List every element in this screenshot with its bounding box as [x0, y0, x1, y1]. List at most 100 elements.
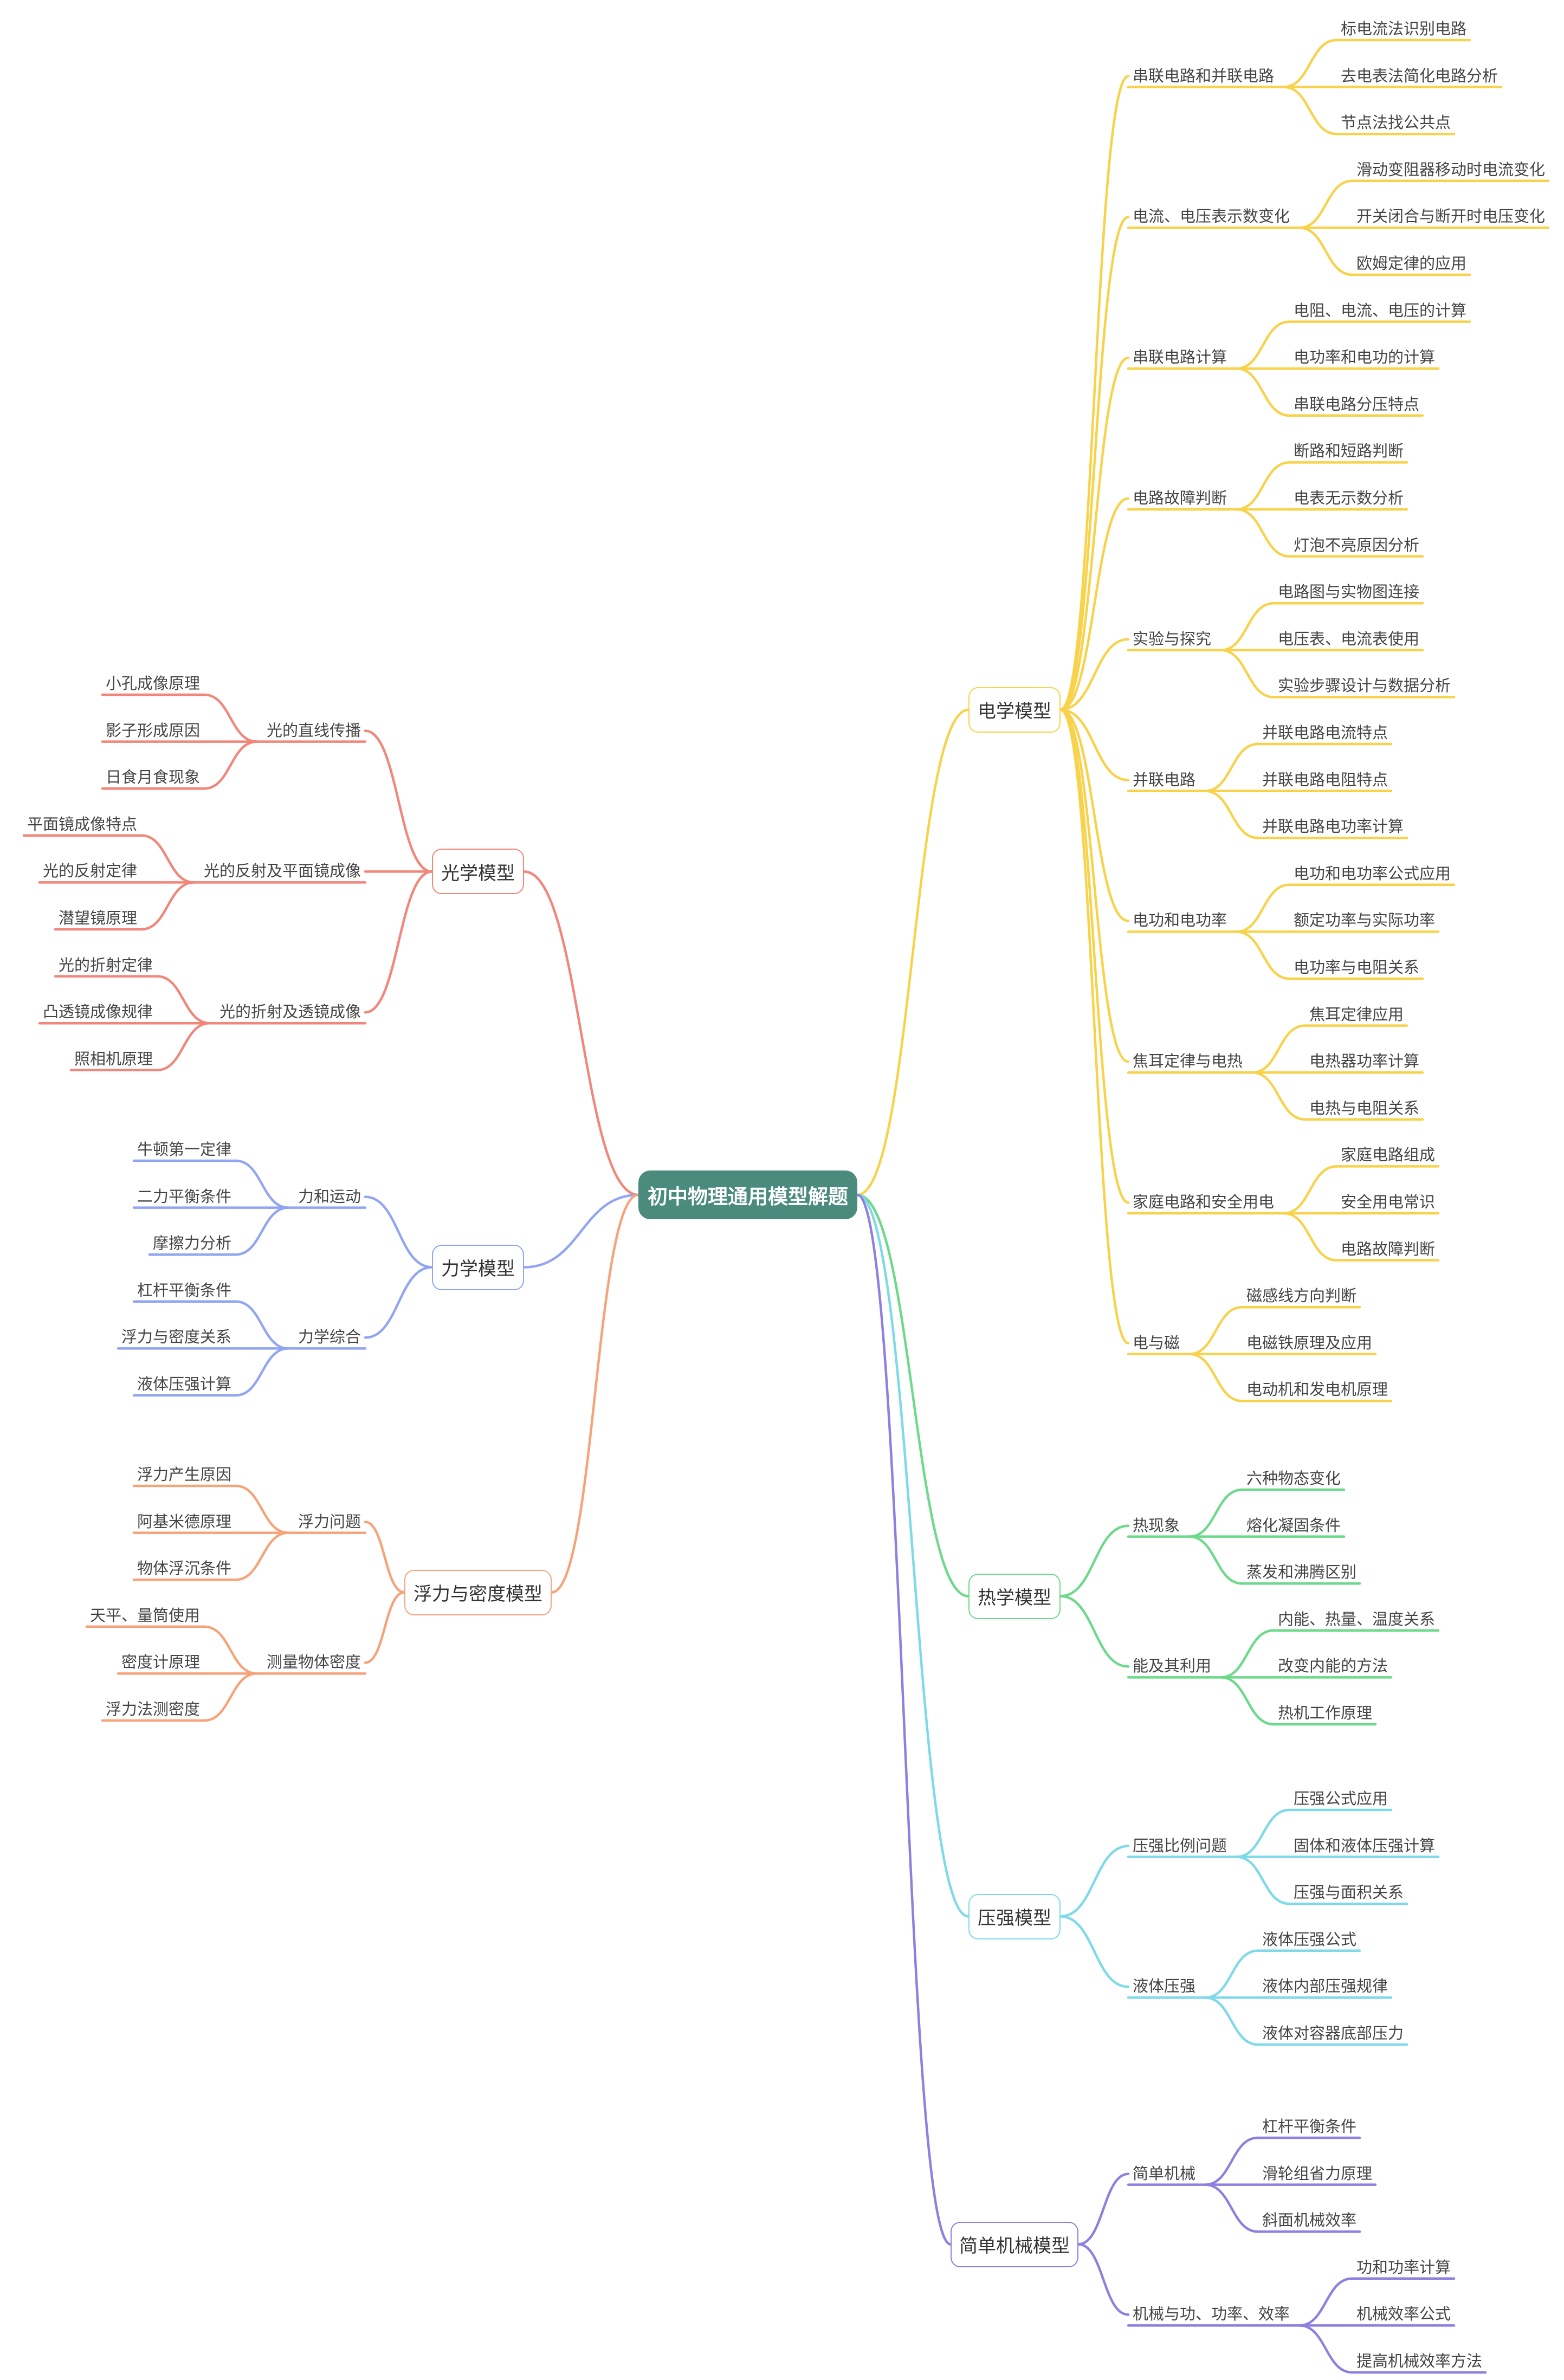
topic-leaf[interactable]: 六种物态变化 — [1246, 1469, 1341, 1488]
sub-topic[interactable]: 机械与功、功率、效率 — [1133, 2305, 1290, 2324]
topic-leaf[interactable]: 牛顿第一定律 — [137, 1140, 231, 1159]
topic-leaf[interactable]: 家庭电路组成 — [1341, 1146, 1436, 1165]
sub-topic[interactable]: 测量物体密度 — [266, 1653, 361, 1672]
topic-leaf[interactable]: 滑动变阻器移动时电流变化 — [1356, 160, 1546, 179]
topic-leaf[interactable]: 液体压强计算 — [137, 1375, 231, 1393]
sub-topic[interactable]: 光的直线传播 — [266, 721, 361, 740]
topic-leaf[interactable]: 液体内部压强规律 — [1262, 1977, 1388, 1996]
topic-leaf[interactable]: 光的反射定律 — [42, 862, 137, 881]
topic-leaf[interactable]: 电功率与电阻关系 — [1294, 958, 1420, 976]
sub-topic[interactable]: 热现象 — [1133, 1516, 1180, 1535]
topic-leaf[interactable]: 浮力与密度关系 — [121, 1328, 231, 1347]
topic-leaf[interactable]: 改变内能的方法 — [1278, 1657, 1388, 1676]
branch-node-machine[interactable]: 简单机械模型 — [951, 2221, 1078, 2267]
sub-topic[interactable]: 光的反射及平面镜成像 — [203, 862, 361, 881]
topic-leaf[interactable]: 斜面机械效率 — [1262, 2211, 1357, 2230]
topic-leaf[interactable]: 电热与电阻关系 — [1309, 1098, 1420, 1117]
sub-topic[interactable]: 实验与探究 — [1133, 629, 1212, 648]
sub-topic[interactable]: 力和运动 — [298, 1187, 361, 1206]
topic-leaf[interactable]: 串联电路分压特点 — [1294, 394, 1420, 413]
topic-leaf[interactable]: 光的折射定律 — [58, 955, 153, 974]
topic-leaf[interactable]: 密度计原理 — [121, 1653, 200, 1672]
sub-topic[interactable]: 家庭电路和安全用电 — [1133, 1193, 1275, 1211]
topic-leaf[interactable]: 额定功率与实际功率 — [1294, 911, 1436, 930]
topic-leaf[interactable]: 电阻、电流、电压的计算 — [1294, 301, 1467, 320]
root-node[interactable]: 初中物理通用模型解题 — [638, 1170, 857, 1219]
topic-leaf[interactable]: 安全用电常识 — [1341, 1193, 1436, 1211]
topic-leaf[interactable]: 影子形成原因 — [105, 721, 200, 740]
topic-leaf[interactable]: 并联电路电功率计算 — [1262, 817, 1404, 836]
topic-leaf[interactable]: 电路图与实物图连接 — [1278, 583, 1420, 602]
topic-leaf[interactable]: 固体和液体压强计算 — [1294, 1836, 1436, 1855]
topic-leaf[interactable]: 热机工作原理 — [1278, 1704, 1373, 1722]
sub-topic[interactable]: 压强比例问题 — [1133, 1836, 1227, 1855]
topic-leaf[interactable]: 小孔成像原理 — [105, 674, 200, 693]
topic-leaf[interactable]: 电功和电功率公式应用 — [1294, 864, 1451, 883]
topic-leaf[interactable]: 去电表法简化电路分析 — [1341, 66, 1498, 85]
branch-node-pressure[interactable]: 压强模型 — [968, 1893, 1061, 1939]
topic-leaf[interactable]: 内能、热量、温度关系 — [1278, 1609, 1436, 1628]
topic-leaf[interactable]: 电路故障判断 — [1341, 1239, 1436, 1258]
topic-leaf[interactable]: 灯泡不亮原因分析 — [1294, 535, 1420, 554]
sub-topic[interactable]: 电与磁 — [1133, 1333, 1180, 1352]
topic-leaf[interactable]: 摩擦力分析 — [152, 1234, 231, 1253]
topic-leaf[interactable]: 欧姆定律的应用 — [1356, 254, 1467, 273]
topic-leaf[interactable]: 电表无示数分析 — [1294, 489, 1404, 507]
sub-topic[interactable]: 能及其利用 — [1133, 1657, 1212, 1676]
sub-topic[interactable]: 简单机械 — [1133, 2164, 1196, 2183]
topic-leaf[interactable]: 杠杆平衡条件 — [137, 1280, 231, 1299]
topic-leaf[interactable]: 蒸发和沸腾区别 — [1246, 1563, 1357, 1582]
topic-leaf[interactable]: 液体对容器底部压力 — [1262, 2024, 1404, 2042]
topic-leaf[interactable]: 滑轮组省力原理 — [1262, 2164, 1373, 2183]
sub-topic[interactable]: 浮力问题 — [298, 1512, 361, 1531]
topic-leaf[interactable]: 节点法找公共点 — [1341, 113, 1451, 132]
topic-leaf[interactable]: 并联电路电阻特点 — [1262, 770, 1388, 789]
sub-topic[interactable]: 电功和电功率 — [1133, 911, 1227, 930]
topic-leaf[interactable]: 物体浮沉条件 — [137, 1559, 231, 1578]
topic-leaf[interactable]: 液体压强公式 — [1262, 1930, 1357, 1949]
branch-node-buoyancy[interactable]: 浮力与密度模型 — [404, 1569, 552, 1615]
topic-leaf[interactable]: 压强与面积关系 — [1294, 1883, 1404, 1902]
topic-leaf[interactable]: 磁感线方向判断 — [1246, 1286, 1357, 1305]
topic-leaf[interactable]: 浮力产生原因 — [137, 1465, 231, 1484]
sub-topic[interactable]: 串联电路计算 — [1133, 348, 1227, 367]
topic-leaf[interactable]: 功和功率计算 — [1356, 2258, 1451, 2276]
topic-leaf[interactable]: 潜望镜原理 — [58, 909, 137, 927]
topic-leaf[interactable]: 压强公式应用 — [1294, 1789, 1388, 1808]
topic-leaf[interactable]: 日食月食现象 — [105, 768, 200, 787]
sub-topic[interactable]: 串联电路和并联电路 — [1133, 66, 1275, 85]
topic-leaf[interactable]: 二力平衡条件 — [137, 1187, 231, 1206]
topic-leaf[interactable]: 熔化凝固条件 — [1246, 1516, 1341, 1535]
topic-leaf[interactable]: 机械效率公式 — [1356, 2305, 1451, 2324]
sub-topic[interactable]: 光的折射及透镜成像 — [219, 1003, 361, 1021]
sub-topic[interactable]: 电路故障判断 — [1133, 489, 1227, 507]
topic-leaf[interactable]: 断路和短路判断 — [1294, 442, 1404, 461]
topic-leaf[interactable]: 电动机和发电机原理 — [1246, 1380, 1388, 1399]
topic-leaf[interactable]: 焦耳定律应用 — [1309, 1005, 1404, 1024]
sub-topic[interactable]: 液体压强 — [1133, 1977, 1196, 1996]
topic-leaf[interactable]: 天平、量筒使用 — [89, 1606, 200, 1625]
topic-leaf[interactable]: 标电流法识别电路 — [1341, 20, 1467, 38]
topic-leaf[interactable]: 凸透镜成像规律 — [42, 1003, 153, 1021]
sub-topic[interactable]: 电流、电压表示数变化 — [1133, 207, 1290, 226]
topic-leaf[interactable]: 提高机械效率方法 — [1356, 2352, 1483, 2370]
topic-leaf[interactable]: 电磁铁原理及应用 — [1246, 1333, 1373, 1352]
topic-leaf[interactable]: 浮力法测密度 — [105, 1700, 200, 1718]
topic-leaf[interactable]: 杠杆平衡条件 — [1262, 2117, 1357, 2136]
branch-node-mechanics[interactable]: 力学模型 — [432, 1244, 524, 1290]
topic-leaf[interactable]: 平面镜成像特点 — [27, 814, 137, 833]
branch-node-electric[interactable]: 电学模型 — [968, 687, 1061, 733]
sub-topic[interactable]: 力学综合 — [298, 1328, 361, 1347]
topic-leaf[interactable]: 电压表、电流表使用 — [1278, 629, 1420, 648]
topic-leaf[interactable]: 照相机原理 — [74, 1049, 153, 1068]
sub-topic[interactable]: 焦耳定律与电热 — [1133, 1052, 1243, 1071]
topic-leaf[interactable]: 实验步骤设计与数据分析 — [1278, 676, 1451, 695]
topic-leaf[interactable]: 电功率和电功的计算 — [1294, 348, 1436, 367]
topic-leaf[interactable]: 电热器功率计算 — [1309, 1052, 1420, 1071]
topic-leaf[interactable]: 阿基米德原理 — [137, 1512, 231, 1531]
sub-topic[interactable]: 并联电路 — [1133, 770, 1196, 789]
topic-leaf[interactable]: 开关闭合与断开时电压变化 — [1356, 207, 1546, 226]
branch-node-thermal[interactable]: 热学模型 — [968, 1573, 1061, 1619]
topic-leaf[interactable]: 并联电路电流特点 — [1262, 723, 1388, 742]
branch-node-optics[interactable]: 光学模型 — [432, 849, 524, 895]
